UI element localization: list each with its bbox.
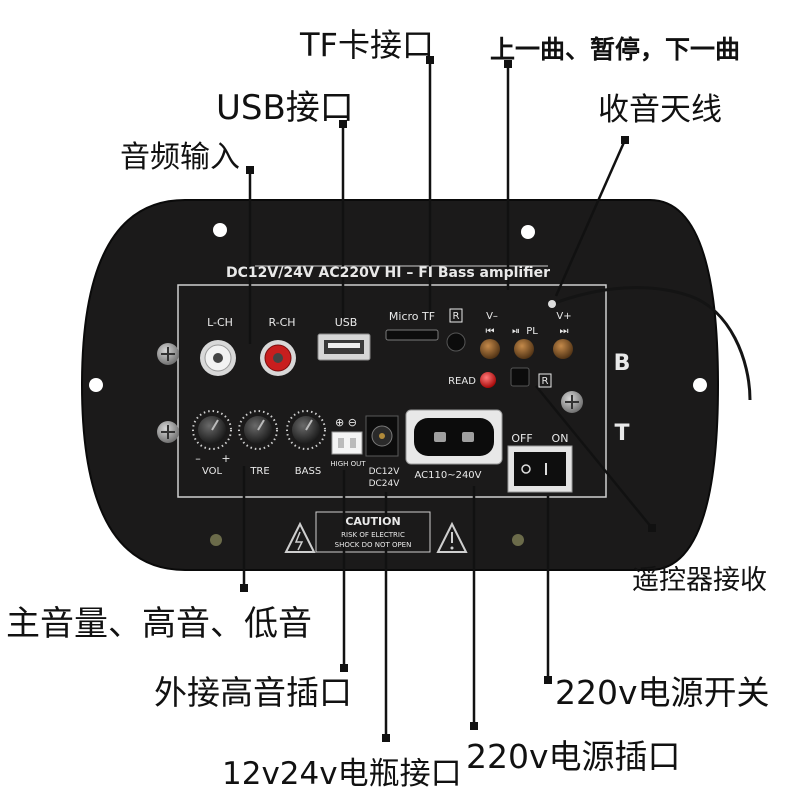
bt-letter-b: B bbox=[614, 351, 631, 376]
tre-knob[interactable] bbox=[238, 410, 278, 450]
callout-tone-controls: 主音量、高音、低音 bbox=[6, 604, 312, 644]
micro-tf-slot[interactable] bbox=[385, 329, 439, 341]
rca-right-jack[interactable] bbox=[260, 340, 296, 376]
caution-line-2: SHOCK DO NOT OPEN bbox=[335, 541, 412, 549]
caution-title: CAUTION bbox=[345, 515, 400, 528]
usb-port[interactable] bbox=[317, 333, 371, 361]
micro-tf-label: Micro TF bbox=[389, 310, 435, 323]
vol-knob[interactable] bbox=[192, 410, 232, 450]
vol-label: VOL bbox=[202, 466, 223, 477]
tre-label: TRE bbox=[249, 466, 269, 477]
bass-knob[interactable] bbox=[286, 410, 326, 450]
callout-radio-antenna: 收音天线 bbox=[598, 92, 722, 128]
remote-badge-2: R bbox=[542, 376, 549, 387]
high-out-label: HIGH OUT bbox=[330, 460, 366, 468]
ac-label: AC110~240V bbox=[414, 470, 481, 481]
remote-badge: R bbox=[453, 311, 460, 322]
warning-triangle-left-icon bbox=[284, 521, 316, 553]
rca-left-jack[interactable] bbox=[200, 340, 236, 376]
antenna-cable bbox=[548, 286, 752, 401]
vol-plus-mark: + bbox=[221, 452, 230, 465]
dc-top-label: DC12V bbox=[369, 467, 401, 477]
on-label: ON bbox=[552, 432, 569, 445]
callout-power-socket: 220v电源插口 bbox=[466, 737, 681, 776]
panel-screws bbox=[157, 343, 583, 443]
dc-jack[interactable] bbox=[365, 415, 399, 457]
callout-tf-card: TF卡接口 bbox=[300, 26, 434, 64]
prev-icon: ⏮ bbox=[486, 326, 495, 337]
callout-power-switch: 220v电源开关 bbox=[555, 673, 770, 712]
read-led bbox=[480, 372, 496, 388]
caution-box bbox=[315, 511, 431, 553]
play-pause-button[interactable] bbox=[514, 339, 534, 359]
bt-letter-t: T bbox=[614, 421, 629, 446]
callout-usb-port: USB接口 bbox=[216, 88, 354, 128]
callout-lines bbox=[242, 60, 653, 738]
next-button[interactable] bbox=[553, 339, 573, 359]
remote-receiver-window bbox=[446, 332, 530, 387]
dc-bottom-label: DC24V bbox=[369, 479, 401, 489]
remote-receiver-line bbox=[535, 385, 653, 529]
panel-banner: DC12V/24V AC220V HI – FI Bass amplifier bbox=[226, 265, 550, 281]
callout-arrow-tips bbox=[240, 56, 656, 742]
polarity-mark: ⊕ ⊖ bbox=[335, 416, 357, 429]
usb-label: USB bbox=[335, 316, 358, 329]
off-label: OFF bbox=[511, 432, 532, 445]
high-out-connector[interactable] bbox=[331, 431, 363, 455]
callout-audio-input: 音频输入 bbox=[120, 140, 240, 175]
prev-button[interactable] bbox=[480, 339, 500, 359]
vol-minus-mark: – bbox=[195, 452, 201, 465]
read-label: READ bbox=[448, 376, 476, 387]
v-plus-label: V+ bbox=[556, 311, 571, 322]
warning-triangle-right-icon bbox=[436, 521, 468, 553]
next-icon: ⏭ bbox=[560, 326, 569, 337]
callout-remote-receiver: 遥控器接收 bbox=[632, 565, 767, 596]
v-minus-label: V– bbox=[486, 311, 498, 322]
play-pause-icon: ⏯ bbox=[512, 326, 520, 337]
ac-socket[interactable] bbox=[405, 409, 503, 465]
mounting-holes bbox=[89, 223, 707, 546]
right-channel-label: R-CH bbox=[268, 316, 295, 329]
panel-print-border bbox=[177, 284, 607, 498]
callout-tweeter-out: 外接高音插口 bbox=[154, 673, 352, 712]
left-channel-label: L-CH bbox=[207, 316, 233, 329]
play-label: PL bbox=[526, 326, 538, 337]
callout-battery-port: 12v24v电瓶接口 bbox=[222, 756, 462, 792]
power-switch[interactable] bbox=[507, 445, 573, 493]
antenna-line bbox=[554, 139, 627, 297]
callout-track-control: 上一曲、暂停，下一曲 bbox=[490, 35, 741, 64]
caution-line-1: RISK OF ELECTRIC bbox=[341, 531, 405, 539]
bass-label: BASS bbox=[295, 466, 321, 477]
